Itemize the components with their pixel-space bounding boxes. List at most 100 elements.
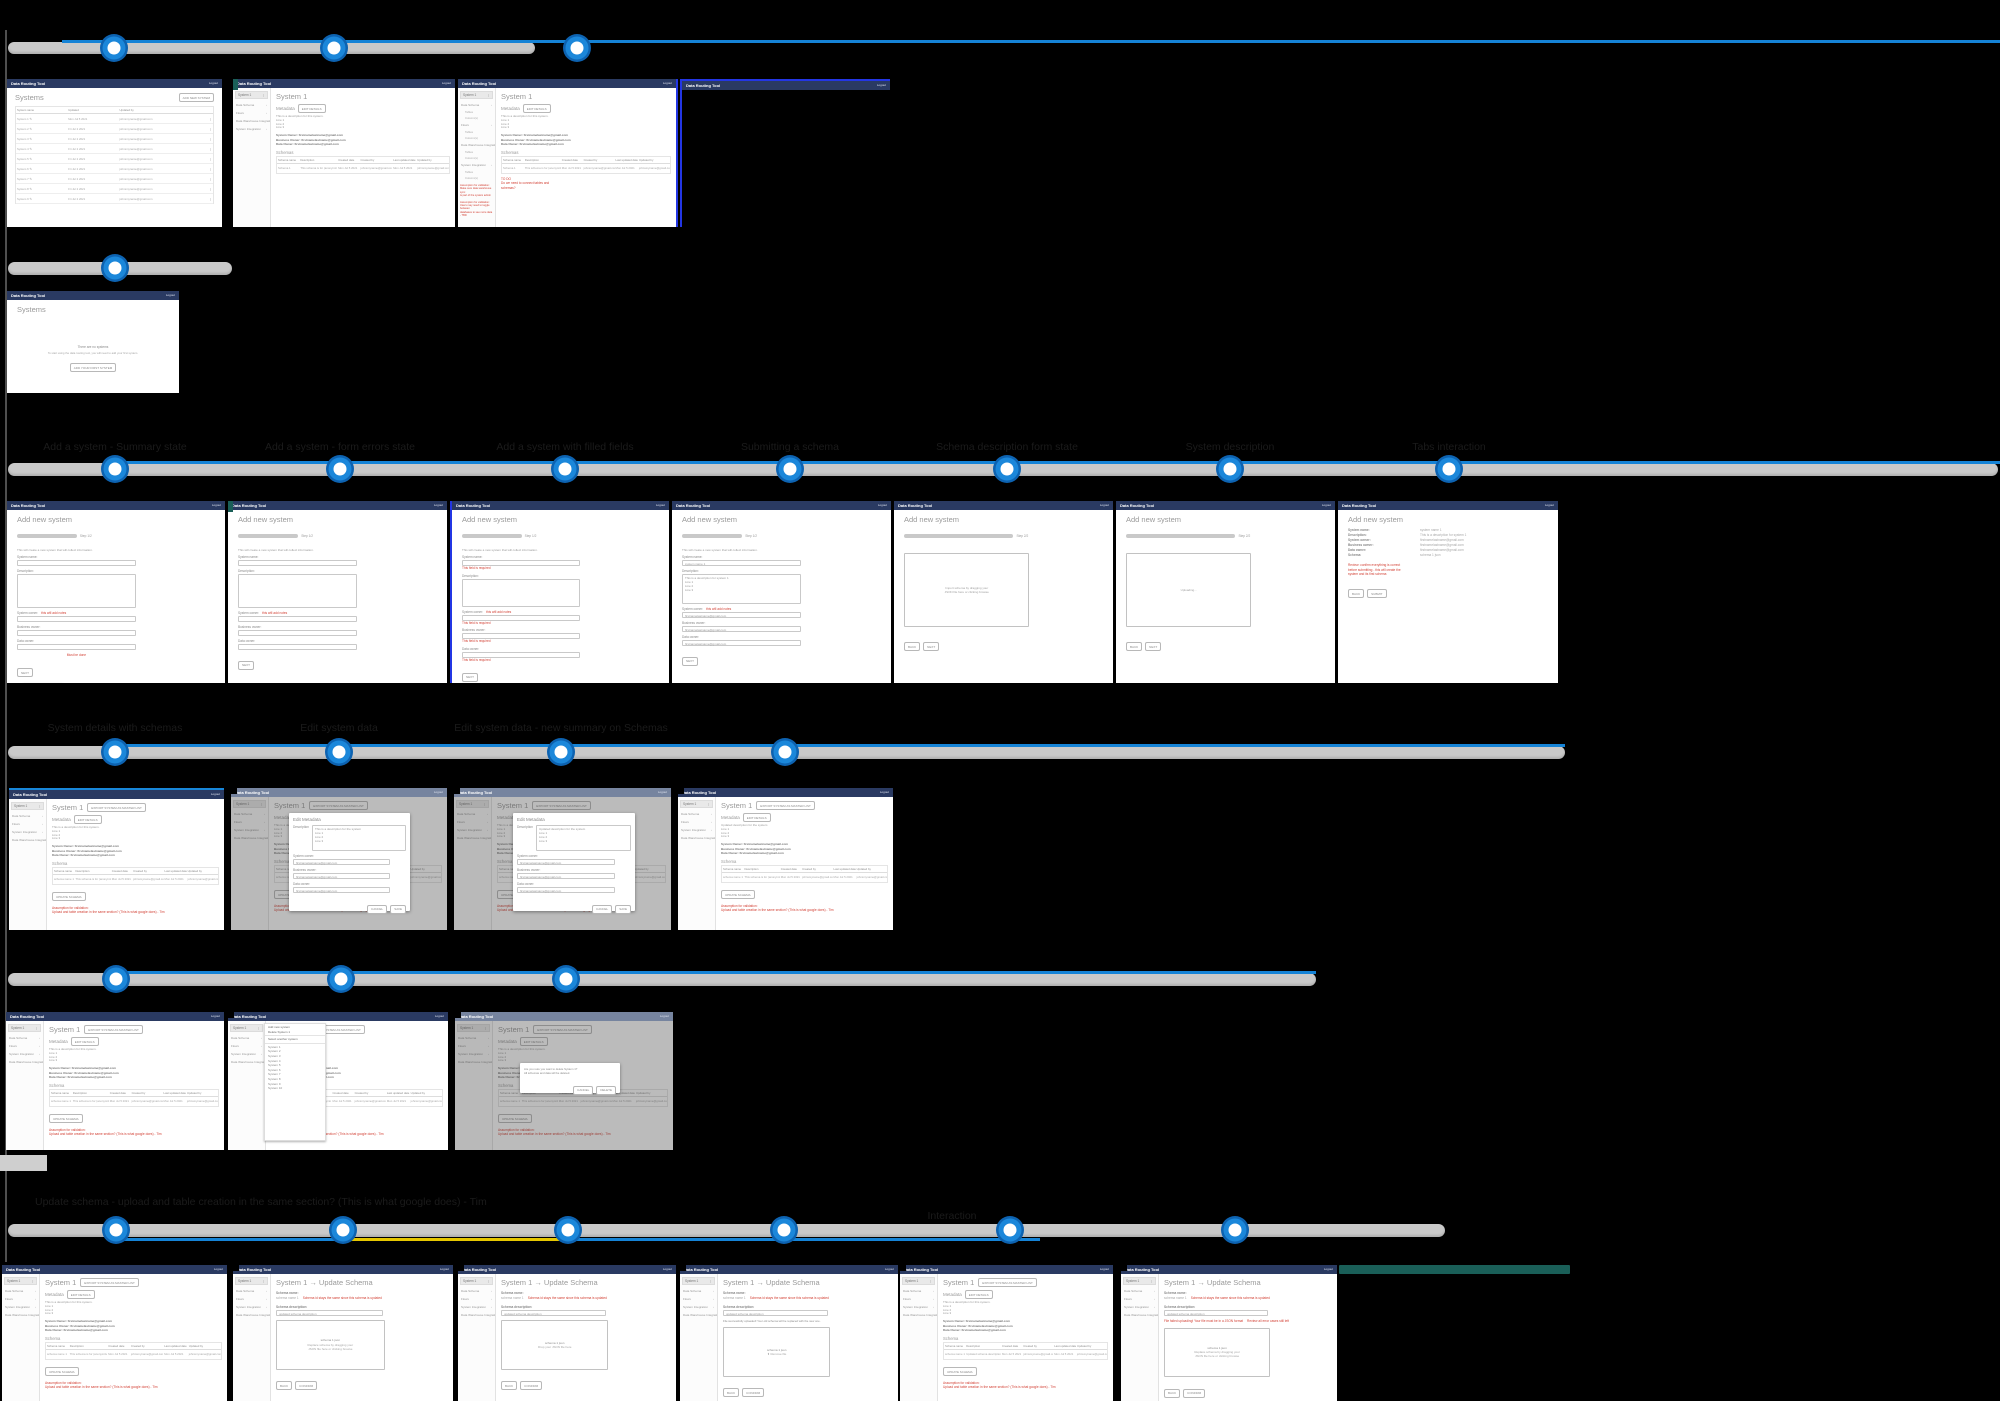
system-description: This is a description for this system.Li…: [45, 1300, 222, 1316]
annotation-red-text: databases to see more data - TBD: [460, 210, 493, 218]
timeline-node[interactable]: [331, 1218, 355, 1242]
sidebar-item: Data Warehouse Integration›: [680, 1311, 717, 1319]
red-notes: Assumption for validation:Upload and tab…: [49, 1128, 219, 1137]
crop-marker: [458, 1265, 464, 1271]
description-line: This is a description for this system.: [45, 1300, 93, 1304]
field-label: Description:: [17, 569, 34, 573]
field-label-row: System owner:this will add notes: [682, 607, 881, 612]
timeline-node[interactable]: [103, 256, 127, 280]
timeline-node[interactable]: [327, 740, 351, 764]
timeline-node[interactable]: [554, 967, 578, 991]
field-input: [17, 630, 136, 636]
timeline-node[interactable]: [565, 36, 589, 60]
timeline-node[interactable]: [556, 1218, 580, 1242]
timeline-node[interactable]: [329, 967, 353, 991]
timeline-node[interactable]: [1437, 457, 1461, 481]
timeline-node[interactable]: [328, 457, 352, 481]
timeline-node[interactable]: [102, 36, 126, 60]
description-line: Line 1: [276, 117, 285, 122]
timeline-node[interactable]: [778, 457, 802, 481]
export-system-button: EXPORT SYSTEM AS MASTER LIST: [309, 801, 368, 810]
schemas-heading: Schema: [45, 1335, 61, 1341]
progress-bar: [238, 533, 299, 538]
schema-cell: Mon Jul 5 2021: [338, 166, 358, 171]
timeline-progress-line: [115, 461, 2000, 464]
timeline-node[interactable]: [1223, 1218, 1247, 1242]
teal-header-sliver[interactable]: [1339, 1265, 1570, 1274]
kebab-menu-icon: ⋮: [37, 804, 41, 808]
description-line: This is a description for this system.: [498, 1047, 546, 1051]
thumb-body: System 1⋮Data Schema›Flows›System Integr…: [1121, 1274, 1337, 1401]
timeline-node[interactable]: [104, 967, 128, 991]
sidebar-item: Data Schema›: [458, 1287, 495, 1295]
timeline-node[interactable]: [553, 457, 577, 481]
field-input: [17, 616, 136, 622]
thumb-body: System 1⋮Data Schema›Flows›System Integr…: [680, 1274, 898, 1401]
timeline-node[interactable]: [549, 740, 573, 764]
field-input: [238, 560, 358, 566]
chevron-right-icon: ›: [266, 103, 267, 107]
column-header: Updated by: [186, 868, 218, 875]
timeline-node[interactable]: [104, 1218, 128, 1242]
textarea-line: Line 2: [538, 835, 548, 839]
timeline-progress-line: [116, 1238, 1040, 1241]
timeline-node[interactable]: [1218, 457, 1242, 481]
schema-cell: Mon Jul 5 2021: [163, 1099, 183, 1104]
description-line: Line 3: [721, 834, 730, 839]
textarea-line: Updated description for the system: [538, 827, 586, 831]
timeline-node[interactable]: [772, 1218, 796, 1242]
timeline-node[interactable]: [322, 36, 346, 60]
field-input: [238, 616, 358, 622]
timeline-node[interactable]: [103, 740, 127, 764]
timeline-node[interactable]: [995, 457, 1019, 481]
thumb-body: System 1⋮Data Schema›Flows›System Integr…: [233, 1274, 453, 1401]
textarea-line: Line 1: [314, 831, 324, 835]
chevron-right-icon: ›: [491, 123, 492, 127]
section-heading: Metadata: [501, 106, 520, 111]
annotation-red-text: Assumption for validation:: [460, 184, 490, 187]
timeline-node[interactable]: [773, 740, 797, 764]
dropzone-text: JSON file here or clicking browse: [1194, 1354, 1240, 1359]
thumb-body: System 1⋮Data Schema›Flows›System Integr…: [6, 1021, 224, 1150]
sidebar-item: System Integration›: [900, 1303, 937, 1311]
timeline-node[interactable]: [103, 457, 127, 481]
timeline-node[interactable]: [998, 1218, 1022, 1242]
sidebar-item: Data Schema›: [678, 810, 715, 818]
section-heading: Metadata: [943, 1292, 962, 1297]
logout-link: Logout: [879, 790, 889, 794]
system-description: This is a description for this system.Li…: [943, 1300, 1108, 1316]
